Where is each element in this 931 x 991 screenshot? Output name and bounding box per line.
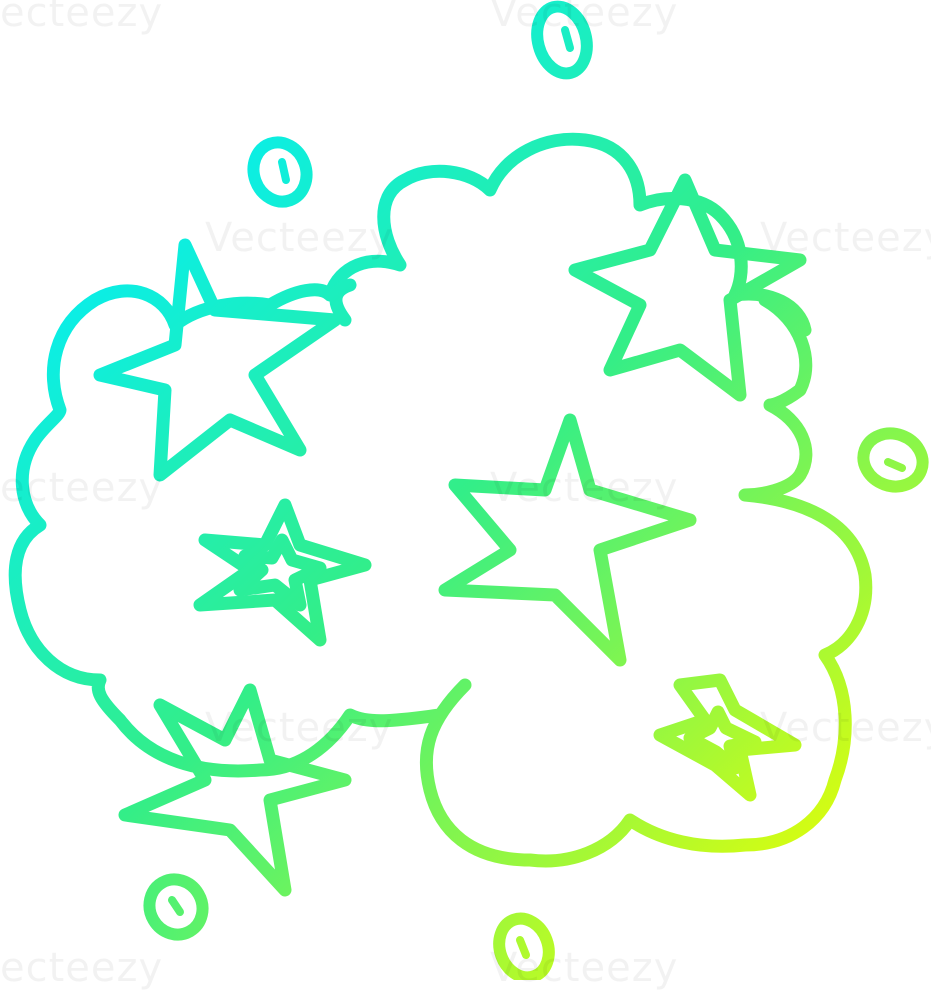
cloud-left-outline [8,132,812,778]
droplet-bottom-icon [493,912,555,984]
cloud-inner-curve [329,278,357,327]
cloud-right-outline [419,293,873,868]
droplet-top-left-icon [247,136,313,208]
star-bottom-left-icon [118,683,352,897]
star-top-right-icon [568,173,807,402]
star-small-left-icon [193,498,372,647]
droplet-bottom-left-icon [143,873,209,941]
star-small-left-inner [233,533,327,612]
droplet-top-icon [531,0,593,80]
star-small-right-icon [653,673,802,802]
star-center-icon [438,413,697,667]
droplet-right-icon [857,427,929,493]
star-large-left-icon [93,238,342,482]
star-small-right-inner [683,705,762,775]
